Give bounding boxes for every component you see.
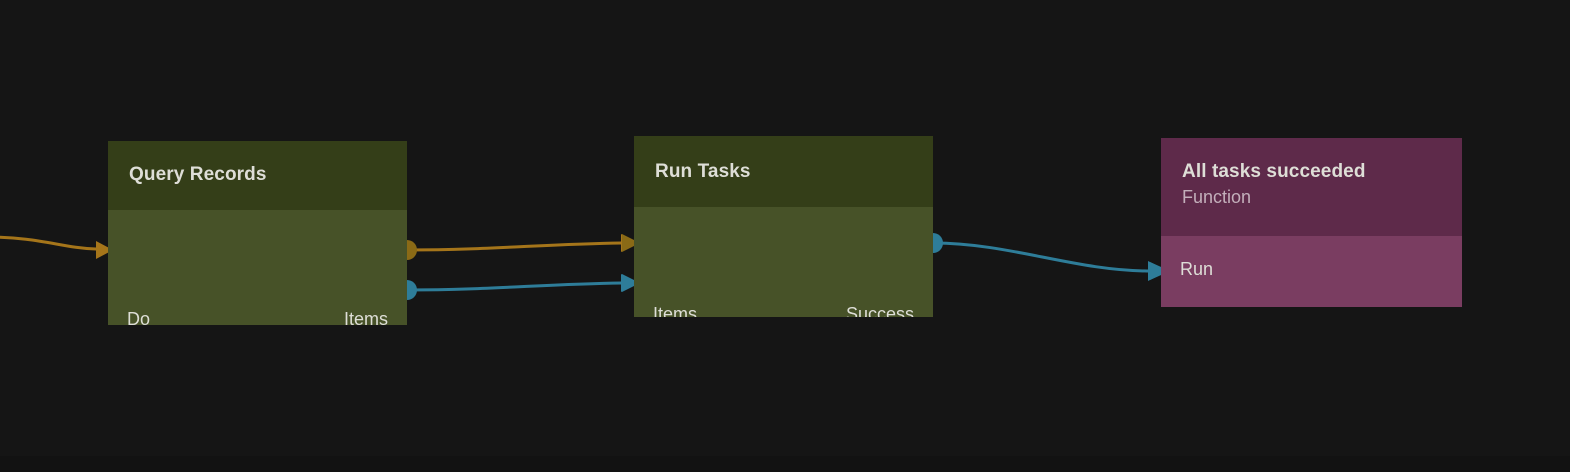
node-title: Run Tasks (655, 161, 751, 182)
node-subtitle: Function (1182, 187, 1252, 207)
port-label-run-in: Run (1180, 259, 1214, 279)
port-row-success-out[interactable]: Success (634, 304, 933, 317)
port-label-items-out: Items (343, 309, 388, 325)
node-header: Query Records (108, 141, 407, 210)
node-body: Run (1161, 236, 1462, 307)
node-all-tasks-succeeded[interactable]: All tasks succeeded Function Run (1161, 138, 1462, 307)
node-run-tasks[interactable]: Run Tasks Items Do Success (634, 136, 933, 317)
node-title: All tasks succeeded (1182, 161, 1366, 182)
node-header: Run Tasks (634, 136, 933, 207)
port-row-items-out[interactable]: Items (108, 309, 407, 325)
node-body: Do Items Success (108, 210, 407, 325)
edge-success-to-run (923, 233, 1168, 281)
edge-success-to-do (397, 274, 639, 300)
port-label-items-in: Items (653, 304, 698, 317)
port-row-items-in[interactable]: Items (634, 304, 933, 317)
edge-incoming-do (0, 235, 113, 259)
edge-items-to-items (397, 234, 639, 260)
node-title: Query Records (129, 164, 267, 185)
port-label-success-out: Success (845, 304, 914, 317)
node-header: All tasks succeeded Function (1161, 138, 1462, 236)
canvas-bottom-edge (0, 456, 1570, 472)
node-query-records[interactable]: Query Records Do Items Success (108, 141, 407, 325)
node-body: Items Do Success (634, 207, 933, 317)
port-label-do-in: Do (127, 309, 151, 325)
port-row-do-in[interactable]: Do (108, 309, 407, 325)
port-row-run-in[interactable]: Run (1161, 259, 1462, 279)
